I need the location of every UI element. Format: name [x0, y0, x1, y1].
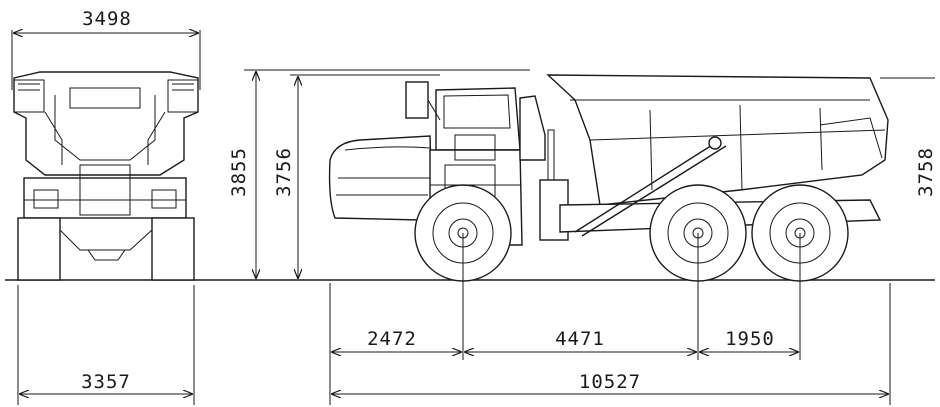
front-view: 3498 3357	[11, 8, 201, 405]
dim-front-top-width: 3498	[82, 8, 132, 30]
dim-wheelbase-front: 4471	[555, 328, 605, 350]
dim-front-bottom-width: 3357	[81, 371, 131, 393]
side-view: 3855 3756 3758	[228, 69, 937, 405]
dim-bogie-spacing: 1950	[725, 328, 775, 350]
dim-overall-height: 3855	[228, 147, 250, 197]
dim-body-height: 3758	[915, 147, 937, 197]
dim-front-overhang: 2472	[367, 328, 417, 350]
dim-cab-height: 3756	[273, 147, 295, 197]
dim-overall-length: 10527	[579, 371, 641, 393]
